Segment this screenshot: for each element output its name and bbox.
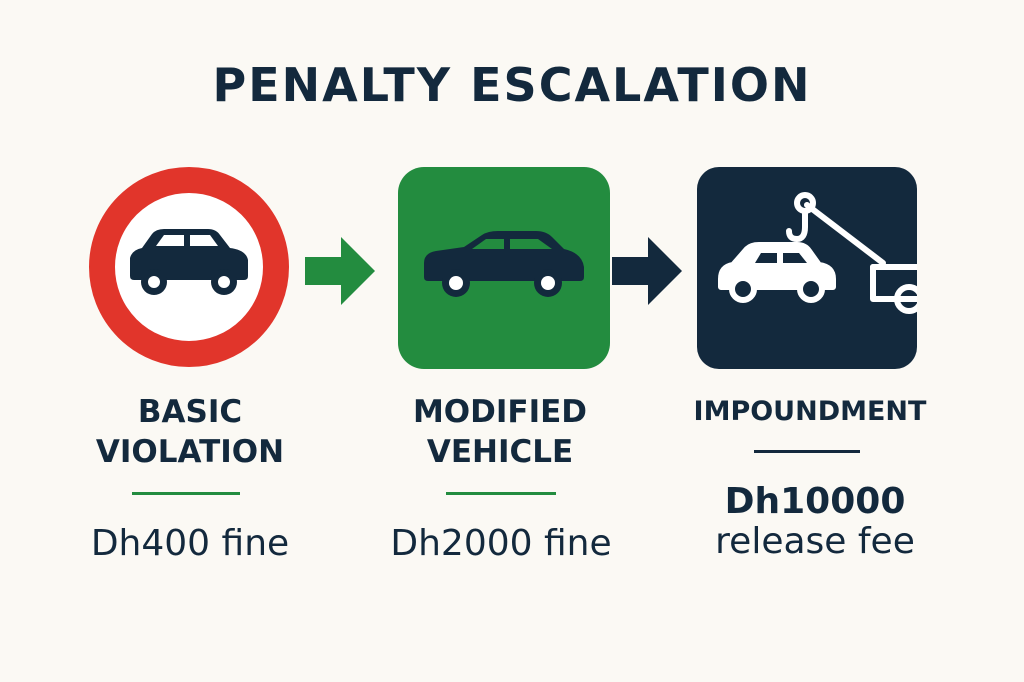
stage-2-divider: [446, 492, 556, 495]
stage-2-amount: Dh2000 fine: [390, 523, 612, 564]
stage-2-icon: [398, 167, 610, 369]
stage-1-label: BASIC VIOLATION: [95, 394, 285, 470]
arrow-right-icon: [612, 237, 682, 305]
stage-1-amount: Dh400 fine: [90, 523, 290, 564]
stage-1-icon: [89, 167, 289, 367]
stage-2-label: MODIFIED VEHICLE: [412, 394, 588, 470]
stage-3-label: IMPOUNDMENT: [693, 396, 927, 427]
arrow-right-icon: [305, 237, 375, 305]
stage-3-divider: [754, 450, 860, 453]
stage-3-icon: [697, 167, 917, 369]
tow-truck-icon: [718, 192, 917, 314]
diagram-title: PENALTY ESCALATION: [212, 58, 812, 112]
stage-3-amount: Dh10000 release fee: [715, 481, 915, 562]
car-icon: [424, 231, 584, 297]
car-icon: [130, 229, 248, 295]
stage-1-divider: [132, 492, 240, 495]
